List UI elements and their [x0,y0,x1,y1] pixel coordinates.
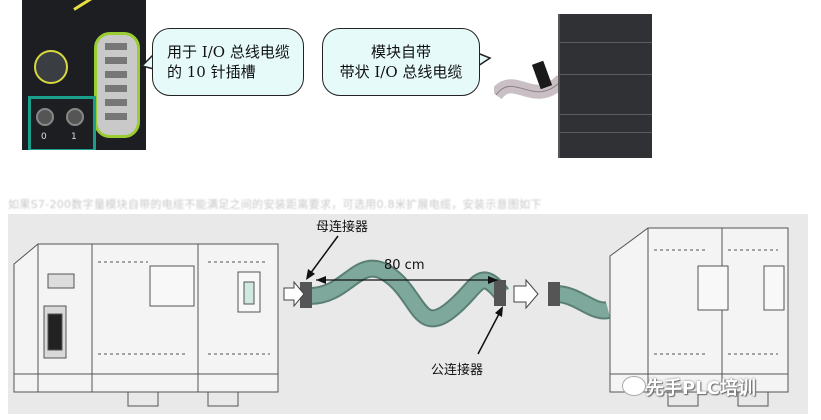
callout-bus-slot-line1: 用于 I/O 总线电缆 [167,43,290,61]
insert-arrow-right [513,278,539,310]
potentiometer-0 [36,108,54,126]
callout-ribbon-cable-line1: 模块自带 [370,43,431,61]
female-connector [300,282,312,308]
ribbon-cable-drawing [309,259,611,328]
diagram-drawing [13,227,789,407]
callout-ribbon-cable-line2: 带状 I/O 总线电缆 [339,63,463,81]
male-connector-label: 公连接器 [431,363,484,378]
male-connector [494,280,506,306]
potentiometer-label-0: 0 [41,132,47,142]
male-pointer [477,311,501,355]
caption-text: 如果S7-200数字量模块自带的电缆不能满足之间的安装距离要求，可选用0.8米扩… [8,198,542,211]
potentiometer-label-1: 1 [71,132,77,142]
cable-length-label: 80 cm [384,258,425,273]
female-connector-label: 母连接器 [316,220,369,235]
cpu-module-drawing [13,243,279,407]
potentiometer-highlight-box [28,96,96,150]
watermark-text: 先手PLC培训 [646,378,756,399]
installation-diagram: 母连接器 80 cm 公连接器 先手PLC培训 [8,214,808,414]
insert-arrow-left [283,280,305,308]
wechat-icon [622,376,646,396]
callout-bus-slot: 用于 I/O 总线电缆 的 10 针插槽 [152,28,304,96]
callout-ribbon-cable: 模块自带 带状 I/O 总线电缆 [322,28,480,96]
ribbon-cable-photo [494,60,564,100]
potentiometer-1 [66,108,84,126]
module-body [558,14,652,158]
callout-bus-slot-line2: 的 10 针插槽 [167,63,256,81]
mode-dial [34,50,68,84]
cpu-bus-slot-photo: 0 1 [22,0,146,150]
module-connector [548,282,560,306]
female-pointer [309,235,339,275]
expansion-module-photo [492,10,660,160]
ten-pin-slot [94,32,140,138]
expansion-module-drawing [609,227,789,407]
